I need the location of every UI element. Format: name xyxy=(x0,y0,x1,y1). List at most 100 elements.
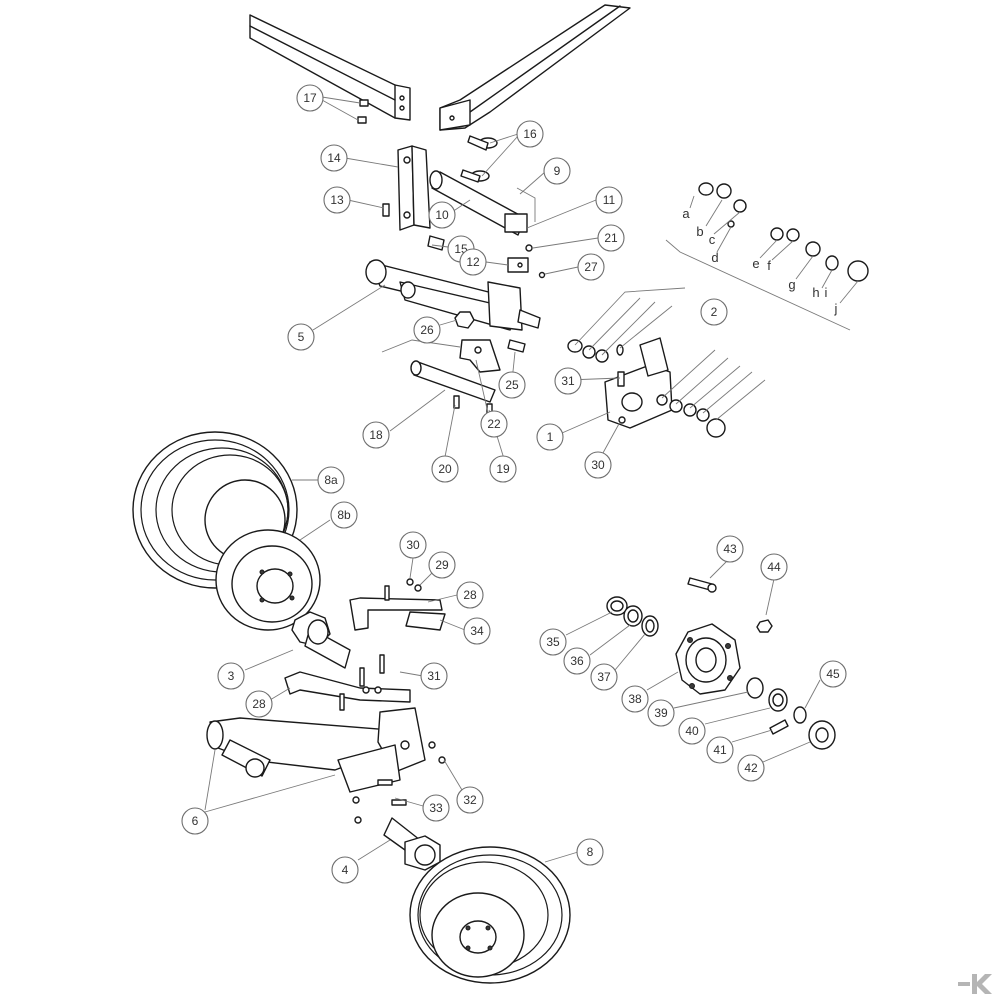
callout-14: 14 xyxy=(320,144,348,172)
bolt-16 xyxy=(460,135,498,183)
callout-21: 21 xyxy=(597,224,625,252)
nut-44 xyxy=(756,619,773,633)
callout-27: 27 xyxy=(577,253,605,281)
callouts: 17 16 14 9 13 10 11 21 15 12 27 5 26 25 … xyxy=(181,84,847,884)
svg-text:28: 28 xyxy=(463,588,477,602)
bolt-43 xyxy=(687,577,717,593)
callout-34: 34 xyxy=(463,617,491,645)
callout-35: 35 xyxy=(539,628,567,656)
block-12 xyxy=(507,257,529,273)
subpart-label: h xyxy=(812,285,819,300)
callout-9: 9 xyxy=(543,157,571,185)
callout-28-lower: 28 xyxy=(245,690,273,718)
callout-45: 45 xyxy=(819,660,847,688)
svg-text:30: 30 xyxy=(591,458,605,472)
frame-beam-left xyxy=(249,14,411,121)
svg-text:5: 5 xyxy=(298,330,305,344)
callout-30-upper: 30 xyxy=(584,451,612,479)
callout-2: 2 xyxy=(700,298,728,326)
spring-28-bottom xyxy=(284,671,411,703)
callout-13: 13 xyxy=(323,186,351,214)
pin-20 xyxy=(453,395,460,409)
subpart-label: d xyxy=(711,250,718,265)
svg-text:27: 27 xyxy=(584,260,598,274)
svg-text:4: 4 xyxy=(342,863,349,877)
subpart-label: b xyxy=(696,224,703,239)
bolt-17 xyxy=(357,99,369,124)
svg-text:8b: 8b xyxy=(337,508,351,522)
seal-35 xyxy=(606,596,628,616)
pin-41 xyxy=(769,719,789,735)
callout-4: 4 xyxy=(331,856,359,884)
callout-1: 1 xyxy=(536,423,564,451)
svg-text:18: 18 xyxy=(369,428,383,442)
svg-text:43: 43 xyxy=(723,542,737,556)
svg-text:1: 1 xyxy=(547,430,554,444)
svg-text:8a: 8a xyxy=(324,473,338,487)
callout-42: 42 xyxy=(737,754,765,782)
svg-text:34: 34 xyxy=(470,624,484,638)
bracket-34 xyxy=(405,611,446,631)
bolt-25 xyxy=(507,339,526,353)
subpart-label: j xyxy=(834,301,838,316)
race-37 xyxy=(641,615,659,637)
bracket-22 xyxy=(459,339,501,373)
svg-text:10: 10 xyxy=(435,208,449,222)
bearing-stack-left xyxy=(567,339,624,363)
callout-3: 3 xyxy=(217,662,245,690)
callout-26: 26 xyxy=(413,316,441,344)
callout-6: 6 xyxy=(181,807,209,835)
svg-text:25: 25 xyxy=(505,378,519,392)
svg-text:2: 2 xyxy=(711,305,718,319)
bolt-group-lower xyxy=(339,654,385,711)
svg-text:26: 26 xyxy=(420,323,434,337)
callout-17: 17 xyxy=(296,84,324,112)
svg-text:36: 36 xyxy=(570,654,584,668)
subpart-letters: a b c d e f g h i j xyxy=(665,195,859,331)
svg-text:19: 19 xyxy=(496,462,510,476)
callout-22: 22 xyxy=(480,410,508,438)
bearing-40 xyxy=(768,688,788,712)
svg-text:31: 31 xyxy=(561,374,575,388)
svg-text:35: 35 xyxy=(546,635,560,649)
spring-28-top xyxy=(349,597,443,631)
race-39 xyxy=(746,677,764,699)
svg-text:33: 33 xyxy=(429,801,443,815)
svg-text:31: 31 xyxy=(427,669,441,683)
callout-36: 36 xyxy=(563,647,591,675)
cap-42 xyxy=(808,720,836,750)
svg-text:16: 16 xyxy=(523,127,537,141)
svg-text:29: 29 xyxy=(435,558,449,572)
callout-39: 39 xyxy=(647,699,675,727)
callout-41: 41 xyxy=(706,736,734,764)
svg-text:20: 20 xyxy=(438,462,452,476)
svg-text:17: 17 xyxy=(303,91,317,105)
callout-32: 32 xyxy=(456,786,484,814)
callout-37: 37 xyxy=(590,663,618,691)
svg-text:14: 14 xyxy=(327,151,341,165)
washer-nut-45 xyxy=(793,706,807,724)
rim-8b xyxy=(215,529,321,631)
callout-31-upper: 31 xyxy=(554,367,582,395)
callout-18: 18 xyxy=(362,421,390,449)
svg-text:6: 6 xyxy=(192,814,199,828)
svg-text:28: 28 xyxy=(252,697,266,711)
wheel-8 xyxy=(409,846,571,984)
subpart-label: a xyxy=(682,206,690,221)
fan-lines-2 xyxy=(574,287,766,421)
subpart-label: i xyxy=(825,285,828,300)
callout-33: 33 xyxy=(422,794,450,822)
spindle-4 xyxy=(383,817,441,871)
brand-logo-icon xyxy=(958,974,992,994)
callout-19: 19 xyxy=(489,455,517,483)
svg-text:11: 11 xyxy=(603,193,616,207)
hub-38 xyxy=(675,623,741,695)
axle-arm-6 xyxy=(206,707,426,793)
cylinder-arm-10 xyxy=(429,170,528,236)
svg-text:38: 38 xyxy=(628,692,642,706)
callout-20: 20 xyxy=(431,455,459,483)
callout-11: 11 xyxy=(595,186,623,214)
bracket-1 xyxy=(604,337,673,429)
svg-text:41: 41 xyxy=(713,743,727,757)
